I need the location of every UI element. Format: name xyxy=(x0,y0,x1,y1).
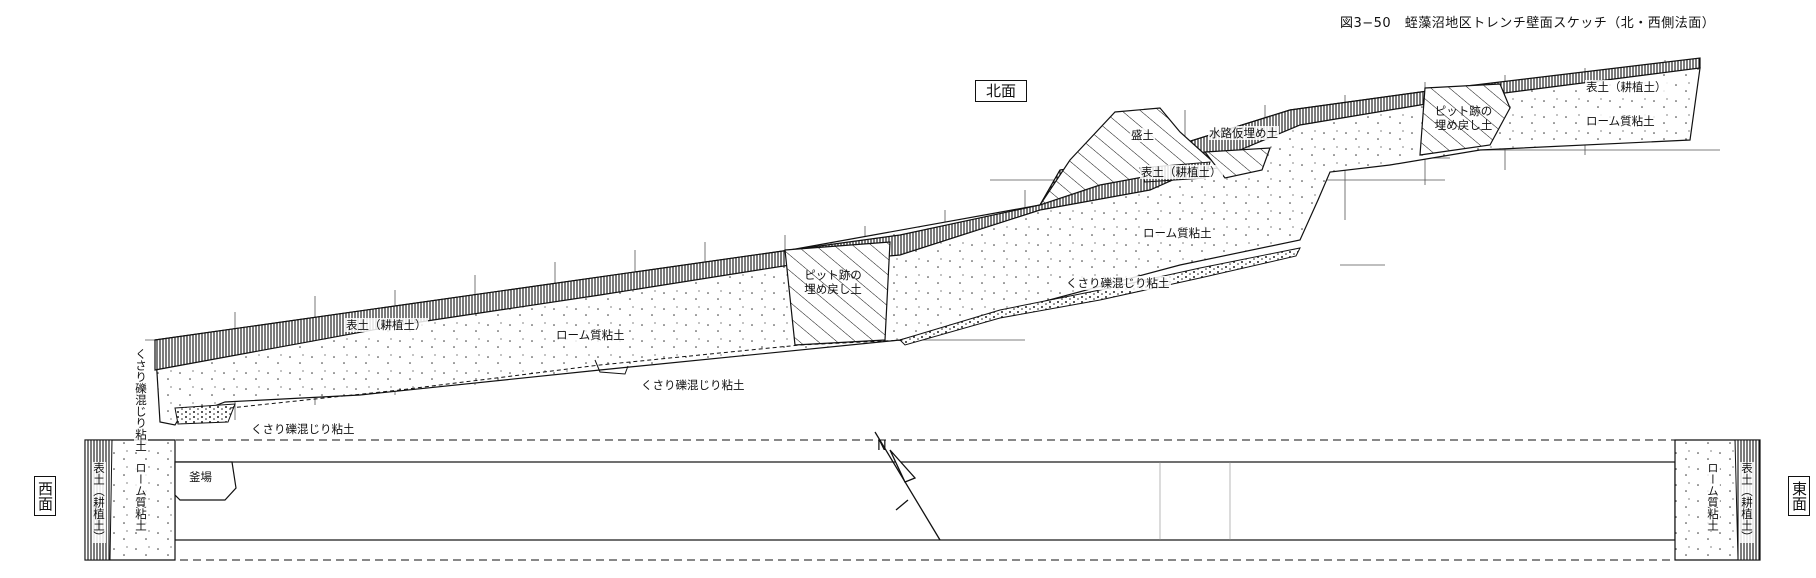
label-loam-left: ローム質粘土 xyxy=(555,328,626,342)
east-face-label: 東面 xyxy=(1788,476,1810,516)
dashed-boundary xyxy=(229,339,906,409)
pit-backfill-right xyxy=(1419,83,1511,156)
label-pit-backfill-right: ピット跡の埋め戻し土 xyxy=(1434,104,1493,132)
label-gravel-west: くさり礫混じり粘土 xyxy=(250,422,356,436)
label-east-loam: ローム質粘土 xyxy=(1706,462,1720,531)
label-west-topsoil: 表土（耕植土） xyxy=(92,462,106,543)
plan-trench-floor xyxy=(174,461,1676,541)
label-pit-backfill-center: ピット跡の埋め戻し土 xyxy=(804,268,862,296)
gravel-clay-west-pocket xyxy=(174,403,236,425)
pit-backfill-center xyxy=(784,241,891,346)
label-waterway-backfill: 水路仮埋め土 xyxy=(1208,126,1279,140)
label-east-topsoil: 表土（耕植土） xyxy=(1740,462,1754,543)
gravel-clay-center-pocket xyxy=(594,359,629,375)
label-kamaba: 釜場 xyxy=(188,470,213,484)
label-gravel-center: くさり礫混じり粘土 xyxy=(640,378,746,392)
gravel-clay-layer xyxy=(899,247,1301,346)
mound-soil xyxy=(1038,107,1222,207)
label-west-vertical-gravel: くさり礫混じり粘土 xyxy=(134,348,148,452)
label-gravel-right: くさり礫混じり粘土 xyxy=(1065,276,1171,290)
figure-title: 図3−50 蛭藻沼地区トレンチ壁面スケッチ（北・西側法面） xyxy=(1340,16,1716,31)
label-mound-soil: 盛土 xyxy=(1130,128,1155,142)
label-loam-center: ローム質粘土 xyxy=(1142,226,1213,240)
label-north-arrow: N xyxy=(877,439,887,454)
label-topsoil-mid: 表土（耕植土） xyxy=(1140,165,1223,179)
label-topsoil-left: 表土（耕植土） xyxy=(345,318,428,332)
label-topsoil-right: 表土（耕植土） xyxy=(1585,80,1668,94)
north-face-label: 北面 xyxy=(975,80,1027,102)
west-face-label: 西面 xyxy=(34,476,56,516)
label-west-loam: ローム質粘土 xyxy=(134,462,148,531)
label-loam-right: ローム質粘土 xyxy=(1585,114,1656,128)
north-arrow-icon xyxy=(874,431,941,541)
